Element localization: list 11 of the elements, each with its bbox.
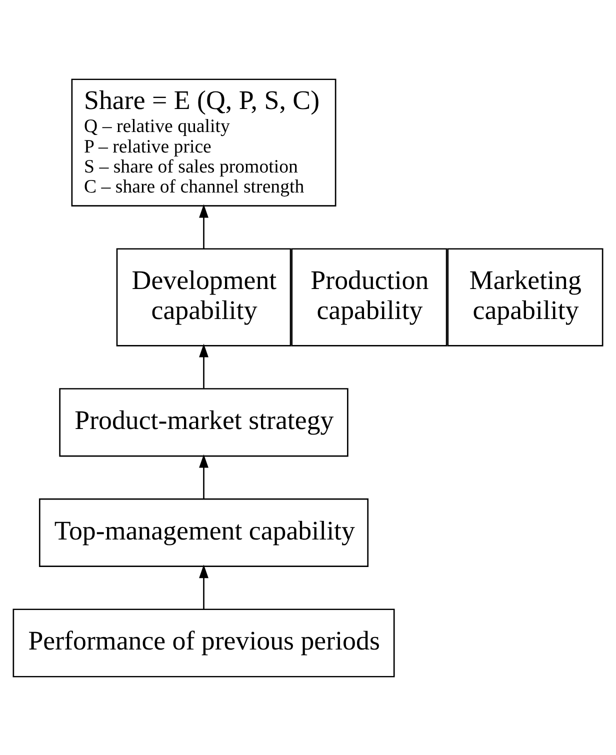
node-box: Top-management capability — [38, 498, 369, 566]
arrow — [199, 343, 208, 388]
node-box: Performance of previous periods — [12, 608, 395, 677]
node-box: Share = E (Q, P, S, C) Q – relative quality P – relative price S – share of sales promotion C – share of channel strength — [71, 78, 336, 206]
arrow — [199, 454, 208, 499]
arrow — [199, 564, 208, 609]
node-box: Production capability — [291, 248, 448, 346]
node-box: Development capability — [116, 248, 292, 346]
node-box: Marketing capability — [447, 248, 604, 346]
node-box: Product-market strategy — [59, 388, 348, 456]
arrow — [199, 204, 208, 248]
